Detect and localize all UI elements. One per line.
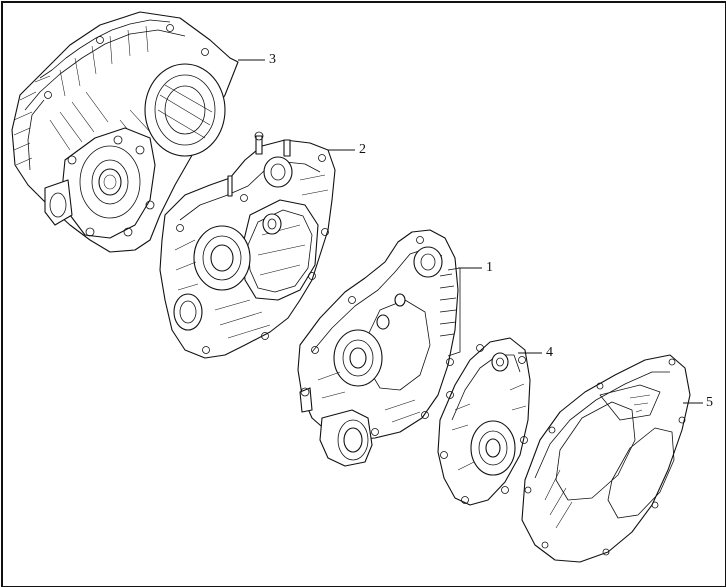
leader-lines (238, 59, 703, 404)
crankcase-cover-part-3 (11, 11, 239, 253)
callout-4: 4 (546, 345, 553, 360)
callout-5: 5 (706, 395, 713, 410)
crankcase-half-part-1 (297, 229, 461, 467)
inner-cover-part-4 (437, 337, 531, 506)
callout-1: 1 (486, 260, 493, 275)
crankcase-half-part-2 (159, 131, 336, 359)
callout-3: 3 (269, 52, 276, 67)
callout-2: 2 (359, 142, 366, 157)
outer-cover-part-5 (521, 354, 691, 563)
